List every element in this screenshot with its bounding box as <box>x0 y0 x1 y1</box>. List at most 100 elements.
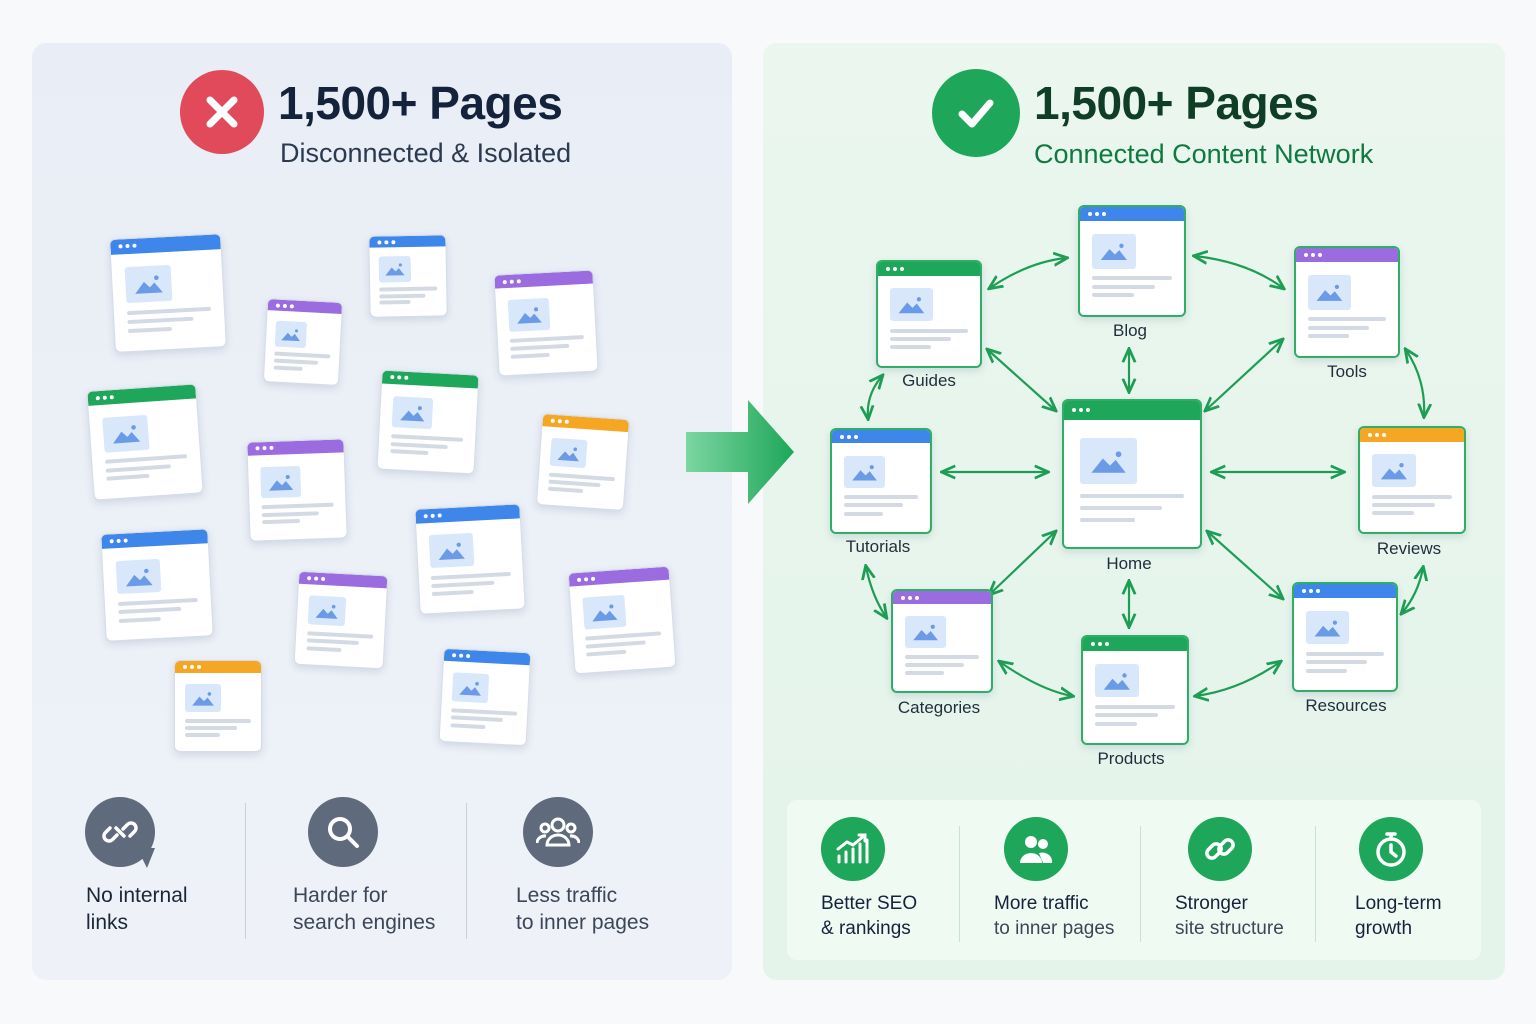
network-page-guides <box>876 260 982 368</box>
text-line <box>1306 668 1348 673</box>
image-placeholder-icon <box>391 395 434 430</box>
benefit-line: & rankings <box>821 918 911 939</box>
node-label-tutorials: Tutorials <box>845 537 911 556</box>
isolated-page <box>493 269 599 377</box>
link-arrow <box>868 376 882 418</box>
text-line <box>843 495 919 500</box>
text-line <box>1372 502 1435 507</box>
isolated-page <box>246 438 348 542</box>
text-line <box>1372 494 1452 499</box>
link-arrow <box>1208 532 1282 598</box>
isolated-page <box>368 234 448 318</box>
node-label-reviews: Reviews <box>1376 539 1442 558</box>
text-line <box>1306 660 1368 665</box>
divider <box>245 803 246 939</box>
image-placeholder-icon <box>259 465 302 499</box>
isolated-page <box>174 660 262 752</box>
image-placeholder-icon <box>1092 234 1137 269</box>
image-placeholder-icon <box>1080 437 1138 485</box>
image-placeholder-icon <box>843 455 885 489</box>
network-page-tools <box>1294 246 1400 358</box>
divider <box>1140 826 1141 942</box>
benefit-line: to inner pages <box>994 918 1115 939</box>
isolated-page <box>438 647 532 747</box>
link-icon <box>1188 817 1252 881</box>
link-arrow <box>866 567 886 617</box>
text-line <box>1372 511 1415 516</box>
image-placeholder-icon <box>429 532 475 569</box>
benefit-line: More traffic <box>994 893 1089 914</box>
divider <box>1315 826 1316 942</box>
link-arrow <box>1406 350 1424 416</box>
text-line <box>890 345 932 350</box>
image-placeholder-icon <box>549 437 588 469</box>
text-line <box>1308 325 1370 330</box>
network-page-blog <box>1078 205 1186 317</box>
image-placeholder-icon <box>307 595 346 627</box>
text-line <box>1095 713 1158 718</box>
text-line <box>1308 317 1386 322</box>
image-placeholder-icon <box>378 255 412 283</box>
network-page-resources <box>1292 582 1398 692</box>
stopwatch-icon <box>1359 817 1423 881</box>
image-placeholder-icon <box>1308 275 1352 310</box>
divider <box>466 803 467 939</box>
speech-tail <box>137 848 155 868</box>
text-line <box>1092 293 1135 298</box>
page-titlebar <box>1296 248 1398 263</box>
network-page-products <box>1081 635 1189 745</box>
text-line <box>843 503 903 508</box>
benefit-line: growth <box>1355 918 1413 939</box>
page-titlebar <box>893 591 991 604</box>
benefit-line: Harder for <box>293 884 388 907</box>
benefit-long-term-growth: Long-term growth <box>1355 891 1442 941</box>
image-placeholder-icon <box>115 558 162 595</box>
text-line <box>1080 494 1184 499</box>
network-page-categories <box>891 589 993 693</box>
image-placeholder-icon <box>1095 663 1140 698</box>
benefit-line: site structure <box>1175 918 1284 939</box>
transition-arrow-icon <box>686 400 794 504</box>
link-arrow <box>1402 568 1423 613</box>
node-label-categories: Categories <box>897 698 981 717</box>
node-label-resources: Resources <box>1305 696 1387 715</box>
benefit-line: to inner pages <box>516 911 650 934</box>
link-arrow <box>990 258 1066 288</box>
image-placeholder-icon <box>452 672 490 704</box>
network-page-reviews <box>1358 426 1466 534</box>
text-line <box>890 328 968 333</box>
page-titlebar <box>1294 584 1396 598</box>
node-label-guides: Guides <box>902 371 956 390</box>
benefit-more-traffic: More traffic to inner pages <box>994 891 1114 941</box>
isolated-page <box>535 413 631 511</box>
isolated-page <box>262 298 344 386</box>
network-page-home <box>1062 399 1202 549</box>
link-arrow <box>1000 662 1072 696</box>
text-line <box>185 733 220 737</box>
isolated-page <box>414 503 526 615</box>
page-titlebar <box>1360 428 1464 442</box>
benefit-line: No internal <box>86 884 188 907</box>
page-titlebar <box>1083 637 1187 651</box>
node-label-tools: Tools <box>1327 362 1367 381</box>
page-titlebar <box>878 262 980 276</box>
text-line <box>1080 506 1162 511</box>
users-icon <box>1004 817 1068 881</box>
image-placeholder-icon <box>102 414 150 453</box>
isolated-page <box>376 369 480 475</box>
text-line <box>1092 284 1155 289</box>
text-line <box>1095 721 1138 726</box>
growth-chart-icon <box>821 817 885 881</box>
left-title: 1,500+ Pages <box>278 77 563 129</box>
text-line <box>904 671 944 675</box>
users-icon <box>523 797 593 867</box>
text-line <box>904 663 964 667</box>
text-line <box>185 718 251 723</box>
page-titlebar <box>1064 401 1200 420</box>
isolated-page <box>109 233 227 353</box>
text-line <box>890 336 952 341</box>
benefit-line: Long-term <box>1355 893 1442 914</box>
